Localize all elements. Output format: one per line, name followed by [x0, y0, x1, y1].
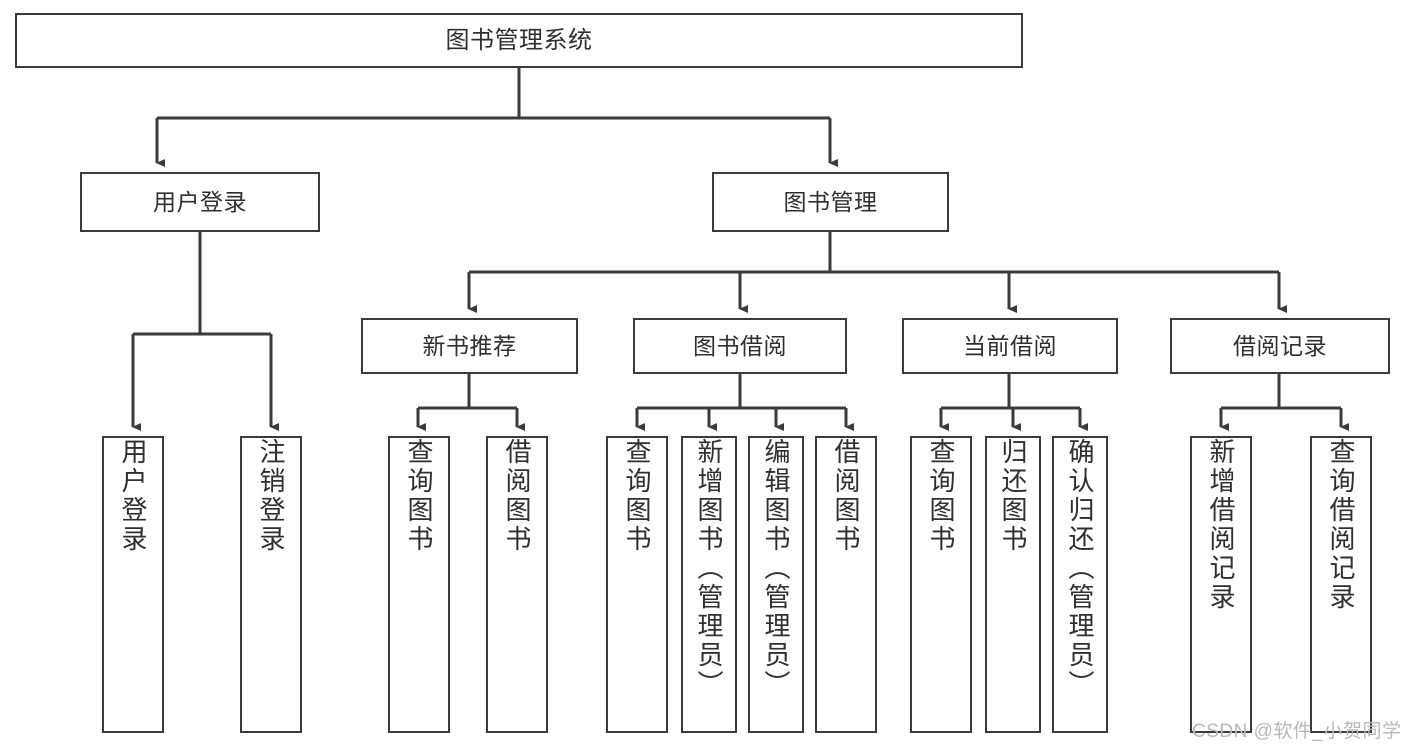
leaf-query-borrow-record-label: 查询借阅记录: [1326, 438, 1356, 612]
leaf-query-book-current[interactable]: 查询图书: [910, 436, 972, 733]
leaf-query-book-borrow[interactable]: 查询图书: [606, 436, 668, 733]
node-borrow-record[interactable]: 借阅记录: [1170, 318, 1390, 374]
node-current-borrow[interactable]: 当前借阅: [902, 318, 1118, 374]
leaf-borrow-book-label: 借阅图书: [831, 438, 861, 554]
node-new-book-recommend-label: 新书推荐: [422, 332, 517, 359]
node-book-management-label: 图书管理: [783, 188, 878, 215]
leaf-add-book-admin-label: 新增图书（管理员）: [694, 438, 724, 699]
leaf-confirm-return-admin[interactable]: 确认归还（管理员）: [1052, 436, 1108, 733]
leaf-add-borrow-record[interactable]: 新增借阅记录: [1190, 436, 1252, 733]
node-new-book-recommend[interactable]: 新书推荐: [361, 318, 578, 374]
leaf-return-book-label: 归还图书: [998, 438, 1028, 554]
node-user-login-label: 用户登录: [153, 188, 247, 215]
leaf-add-book-admin[interactable]: 新增图书（管理员）: [681, 436, 737, 733]
leaf-user-login-label: 用户登录: [118, 438, 148, 554]
leaf-edit-book-admin-label: 编辑图书（管理员）: [761, 438, 791, 699]
leaf-borrow-book-rec[interactable]: 借阅图书: [486, 436, 548, 733]
node-root-label: 图书管理系统: [445, 26, 593, 54]
leaf-borrow-book[interactable]: 借阅图书: [815, 436, 877, 733]
node-current-borrow-label: 当前借阅: [963, 332, 1057, 359]
leaf-logout-label: 注销登录: [256, 438, 286, 554]
watermark: CSDN @软件_小贺同学: [1192, 721, 1402, 742]
leaf-user-login[interactable]: 用户登录: [102, 436, 164, 733]
leaf-query-book-current-label: 查询图书: [926, 438, 956, 554]
leaf-logout[interactable]: 注销登录: [240, 436, 302, 733]
leaf-confirm-return-admin-label: 确认归还（管理员）: [1065, 438, 1095, 699]
node-book-borrow[interactable]: 图书借阅: [633, 318, 847, 374]
leaf-edit-book-admin[interactable]: 编辑图书（管理员）: [748, 436, 804, 733]
leaf-query-borrow-record[interactable]: 查询借阅记录: [1310, 436, 1372, 733]
leaf-add-borrow-record-label: 新增借阅记录: [1206, 438, 1236, 612]
node-root[interactable]: 图书管理系统: [15, 13, 1023, 68]
leaf-query-book-rec-label: 查询图书: [404, 438, 434, 554]
leaf-borrow-book-rec-label: 借阅图书: [502, 438, 532, 554]
node-book-borrow-label: 图书借阅: [693, 332, 787, 359]
leaf-query-book-borrow-label: 查询图书: [622, 438, 652, 554]
node-user-login[interactable]: 用户登录: [80, 172, 320, 232]
leaf-query-book-rec[interactable]: 查询图书: [388, 436, 450, 733]
node-book-management[interactable]: 图书管理: [712, 172, 949, 232]
node-borrow-record-label: 借阅记录: [1233, 332, 1327, 359]
leaf-return-book[interactable]: 归还图书: [985, 436, 1041, 733]
